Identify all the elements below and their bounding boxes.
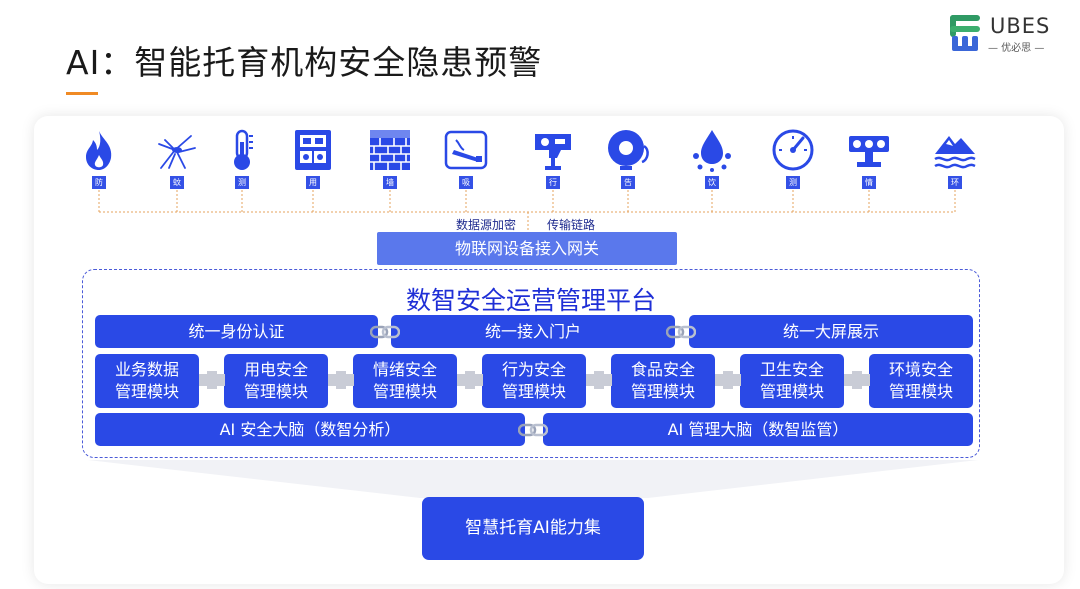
module-line: 情绪安全 (372, 360, 437, 379)
module-business-data: 业务数据管理模块 (95, 354, 199, 408)
module-line: 管理模块 (888, 382, 953, 401)
module-line: 管理模块 (759, 382, 824, 401)
face-camera-icon (849, 136, 889, 167)
module-emotion-safety: 情绪安全管理模块 (353, 354, 457, 408)
module-line: 用电安全 (243, 360, 308, 379)
sensor-fire: 防 (69, 128, 129, 190)
sensor-tag: 用 (306, 176, 320, 189)
ai-safety-brain: AI 安全大脑（数智分析） (95, 413, 525, 446)
sensor-alarm: 告 (598, 128, 658, 190)
module-hygiene-safety: 卫生安全管理模块 (740, 354, 844, 408)
environment-icon (934, 136, 976, 169)
sensor-tag: 行 (546, 176, 560, 189)
sensor-tag: 情 (862, 176, 876, 189)
sensor-tag: 吸 (459, 176, 473, 189)
sensor-wall: 墙 (360, 128, 420, 190)
sensor-tag: 饮 (705, 176, 719, 189)
alarm-bell-icon (608, 130, 649, 170)
module-connector (844, 371, 870, 389)
module-connector (199, 371, 225, 389)
chain-link-icon (370, 325, 400, 339)
logo-subtext: — 优必思 — (988, 43, 1045, 54)
camera-icon (535, 134, 571, 170)
unified-portal: 统一接入门户 (391, 315, 675, 348)
module-line: 行为安全 (501, 360, 566, 379)
sensor-mosquito: 蚊 (147, 128, 207, 190)
iot-gateway: 物联网设备接入网关 (377, 232, 677, 265)
module-connector (586, 371, 612, 389)
water-drop-icon (693, 130, 731, 172)
sensor-tag: 告 (621, 176, 635, 189)
page-title: AI：智能托育机构安全隐患预警 (66, 43, 543, 82)
sensor-tag: 测 (786, 176, 800, 189)
ai-management-brain: AI 管理大脑（数智监管） (543, 413, 973, 446)
module-line: 管理模块 (372, 382, 437, 401)
smoking-icon (444, 130, 488, 170)
mosquito-icon (158, 135, 196, 169)
sensor-tag: 测 (235, 176, 249, 189)
unified-identity: 统一身份认证 (95, 315, 378, 348)
module-line: 环境安全 (888, 360, 953, 379)
sensor-thermometer: 测 (212, 128, 272, 190)
chain-link-icon (518, 423, 548, 437)
sensor-gauge: 测 (763, 128, 823, 190)
module-behavior-safety: 行为安全管理模块 (482, 354, 586, 408)
module-connector (457, 371, 483, 389)
link-label-transport: 传输链路 (547, 218, 596, 232)
platform-container (82, 269, 980, 458)
module-line: 管理模块 (114, 382, 179, 401)
module-connector (328, 371, 354, 389)
thermometer-icon (234, 129, 253, 170)
module-environment-safety: 环境安全管理模块 (869, 354, 973, 408)
sensor-tag: 蚊 (170, 176, 184, 189)
link-label-encryption: 数据源加密 (456, 218, 517, 232)
sensor-electric: 用 (283, 128, 343, 190)
sensor-tag: 环 (948, 176, 962, 189)
sensor-smoking: 吸 (436, 128, 496, 190)
sensor-camera: 行 (523, 128, 583, 190)
sensor-tag: 防 (92, 176, 106, 189)
sensor-face: 情 (839, 128, 899, 190)
wall-icon (370, 130, 410, 170)
module-line: 食品安全 (630, 360, 695, 379)
ai-capability-set: 智慧托育AI能力集 (422, 497, 644, 560)
module-line: 管理模块 (630, 382, 695, 401)
fire-icon (86, 131, 112, 170)
platform-title: 数智安全运营管理平台 (405, 286, 656, 315)
module-line: 卫生安全 (759, 360, 824, 379)
unified-screen: 统一大屏展示 (689, 315, 973, 348)
sensor-environment: 环 (925, 128, 985, 190)
sensor-tag: 墙 (383, 176, 397, 189)
module-electric-safety: 用电安全管理模块 (224, 354, 328, 408)
module-line: 业务数据 (114, 360, 179, 379)
module-connector (715, 371, 741, 389)
module-line: 管理模块 (243, 382, 308, 401)
module-food-safety: 食品安全管理模块 (611, 354, 715, 408)
electric-panel-icon (295, 130, 331, 170)
gauge-icon (772, 129, 814, 171)
title-underline (66, 92, 98, 95)
logo-mark-icon (950, 15, 980, 51)
logo-text: UBES (990, 14, 1051, 38)
ubes-logo: UBES — 优必思 — (948, 12, 1072, 56)
module-line: 管理模块 (501, 382, 566, 401)
sensor-water: 饮 (682, 128, 742, 190)
chain-link-icon (666, 325, 696, 339)
